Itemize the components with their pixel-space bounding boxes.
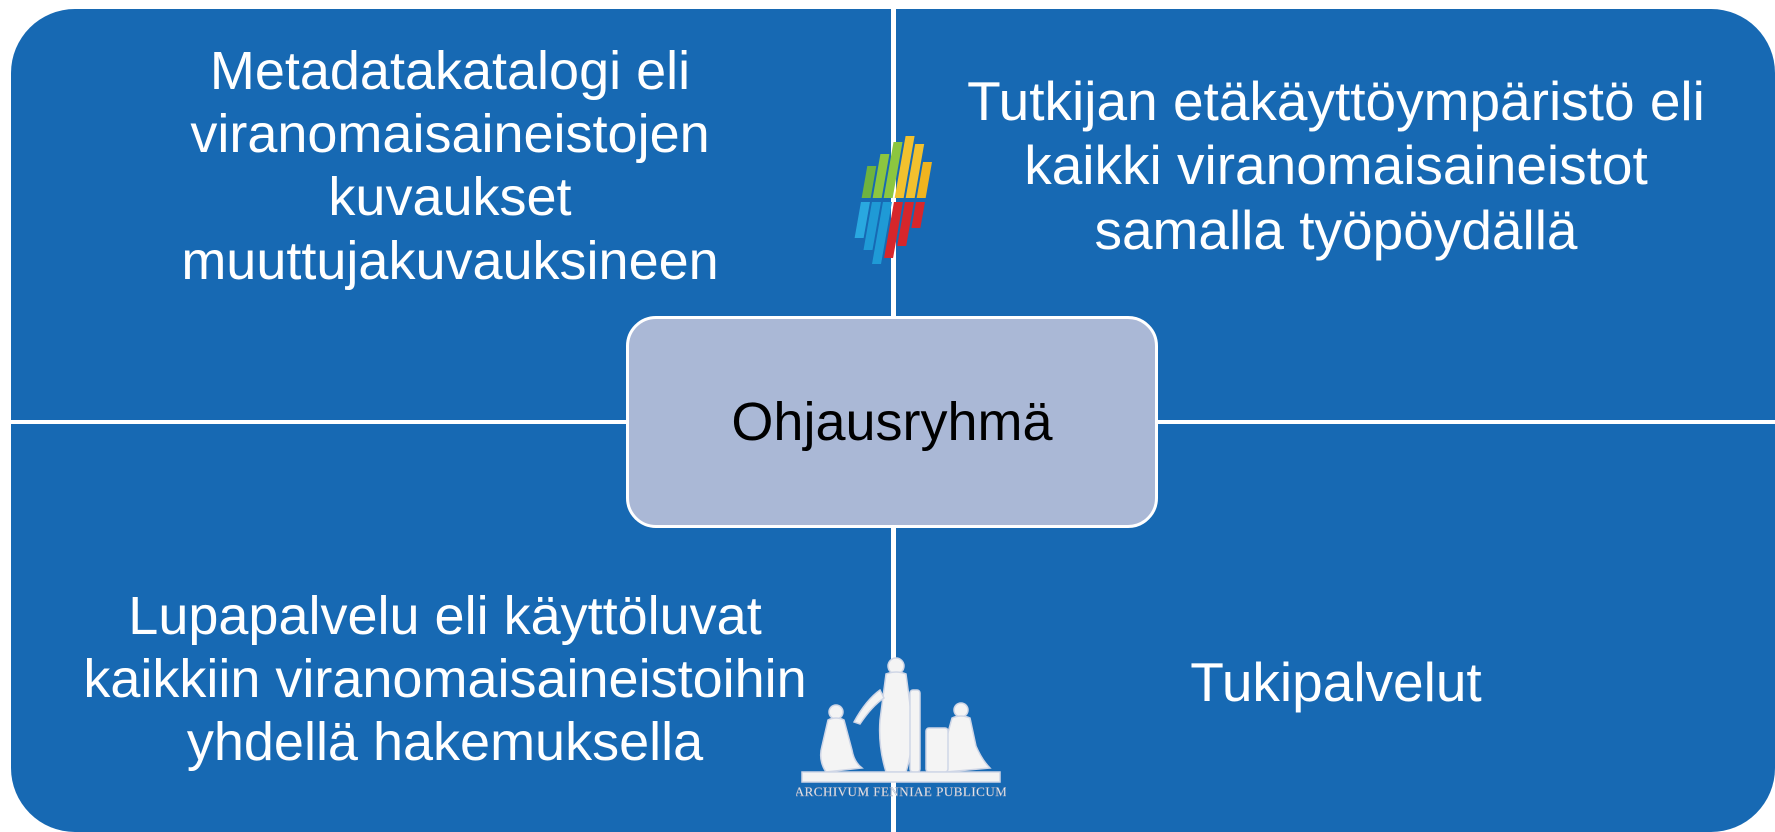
tl-line-4: muuttujakuvauksineen xyxy=(181,230,719,291)
tr-line-3: samalla työpöydällä xyxy=(1094,198,1578,261)
tl-line-2: viranomaisaineistojen xyxy=(190,104,710,165)
center-label: Ohjausryhmä xyxy=(731,392,1053,452)
striped-color-logo-icon xyxy=(854,136,933,264)
quadrant-top-left-text: Metadatakatalogi eli viranomaisaineistoj… xyxy=(40,40,860,293)
bl-line-3: yhdellä hakemuksella xyxy=(186,712,704,773)
quadrant-bottom-left-text: Lupapalvelu eli käyttöluvat kaikkiin vir… xyxy=(20,585,870,775)
quadrant-bottom-right-text: Tukipalvelut xyxy=(916,650,1756,714)
bl-line-1: Lupapalvelu eli käyttöluvat xyxy=(128,586,762,646)
tl-line-1: Metadatakatalogi eli xyxy=(209,41,691,101)
seal-inscription: ARCHIVUM FENNIAE PUBLICUM xyxy=(796,784,1006,799)
bl-line-2: kaikkiin viranomaisaineistoihin xyxy=(83,649,807,710)
center-node: Ohjausryhmä xyxy=(626,316,1158,528)
tr-line-1: Tutkijan etäkäyttöympäristö eli xyxy=(967,70,1705,132)
tr-line-2: kaikki viranomaisaineistot xyxy=(1024,134,1648,197)
quadrant-top-right-text: Tutkijan etäkäyttöympäristö eli kaikki v… xyxy=(916,69,1756,262)
statues-seal-logo-icon: ARCHIVUM FENNIAE PUBLICUM xyxy=(796,657,1006,799)
tl-line-3: kuvaukset xyxy=(328,167,572,228)
br-line-1: Tukipalvelut xyxy=(1190,651,1482,713)
